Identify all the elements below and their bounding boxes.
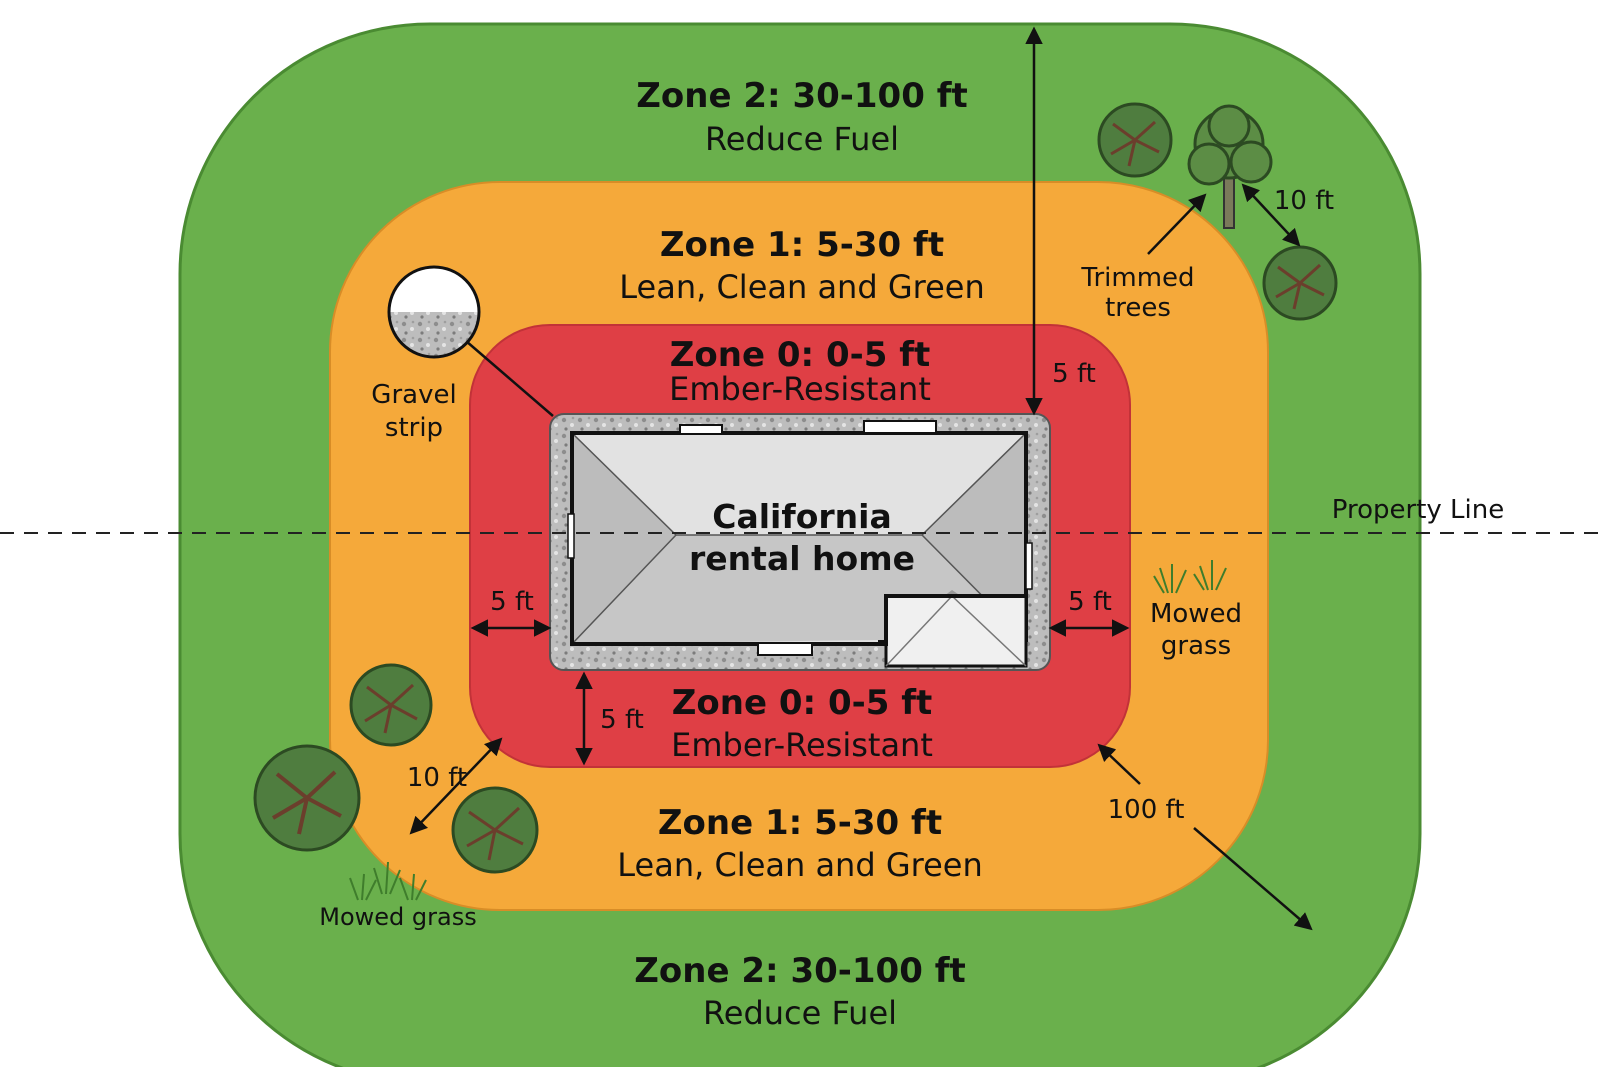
tree-spacing-left-arrow	[409, 737, 503, 835]
bottom-5ft-label: 5 ft	[600, 705, 644, 735]
trimmed-trees-label-line2: trees	[1105, 293, 1171, 323]
shrub-icon	[349, 663, 433, 747]
shrub-icon	[1097, 102, 1173, 178]
left-5ft-label: 5 ft	[490, 587, 534, 617]
zone-2-bottom-title: Zone 2: 30-100 ft	[634, 951, 965, 991]
shrub-icon	[1262, 245, 1338, 321]
trimmed-trees-label-line1: Trimmed	[1080, 263, 1194, 293]
mowed-grass-right-line1: Mowed	[1150, 599, 1242, 629]
top-5ft-label: 5 ft	[1052, 359, 1096, 389]
tree-spacing-right-arrow	[1241, 183, 1301, 247]
outer-100ft-arrow-in	[1097, 743, 1141, 785]
zone-1-top-title: Zone 1: 5-30 ft	[660, 225, 944, 265]
shrub-icon	[451, 786, 539, 874]
outer-100ft-label: 100 ft	[1108, 795, 1185, 825]
zone-1-bottom-subtitle: Lean, Clean and Green	[617, 846, 982, 884]
window	[863, 420, 937, 434]
zone-0-top-title: Zone 0: 0-5 ft	[670, 335, 931, 375]
shrub-icon	[253, 744, 361, 852]
tree-spacing-left-label: 10 ft	[407, 763, 467, 793]
zone-0-top-subtitle: Ember-Resistant	[669, 370, 931, 408]
zone-2-top-subtitle: Reduce Fuel	[705, 120, 899, 158]
gravel-strip-label-line1: Gravel	[371, 380, 456, 410]
property-line-label: Property Line	[1332, 495, 1504, 525]
zone-0-bottom-title: Zone 0: 0-5 ft	[672, 683, 933, 723]
trimmed-tree-icon	[1187, 104, 1273, 229]
mowed-grass-left-label: Mowed grass	[319, 903, 476, 931]
window	[757, 642, 813, 656]
zone-0-bottom-subtitle: Ember-Resistant	[671, 726, 933, 764]
zone-1-top-subtitle: Lean, Clean and Green	[619, 268, 984, 306]
gravel-strip-label-line2: strip	[385, 413, 443, 443]
trimmed-trees-pointer	[1147, 193, 1207, 255]
zone-2-bottom-subtitle: Reduce Fuel	[703, 994, 897, 1032]
tree-spacing-right-label: 10 ft	[1274, 186, 1334, 216]
window	[567, 513, 575, 559]
mowed-grass-right-line2: grass	[1161, 631, 1231, 661]
grass-tuft-icon	[349, 861, 427, 901]
window	[679, 424, 723, 435]
zone-2-top-title: Zone 2: 30-100 ft	[636, 76, 967, 116]
home-label-line2: rental home	[689, 539, 915, 578]
garage-wing	[884, 594, 1028, 668]
zone-1-bottom-title: Zone 1: 5-30 ft	[658, 803, 942, 843]
outer-100ft-arrow-out	[1193, 827, 1313, 931]
grass-tuft-icon	[1153, 560, 1227, 594]
home-label-line1: California	[712, 497, 892, 536]
right-5ft-label: 5 ft	[1068, 587, 1112, 617]
window	[1025, 542, 1033, 590]
rental-home	[567, 420, 1033, 668]
